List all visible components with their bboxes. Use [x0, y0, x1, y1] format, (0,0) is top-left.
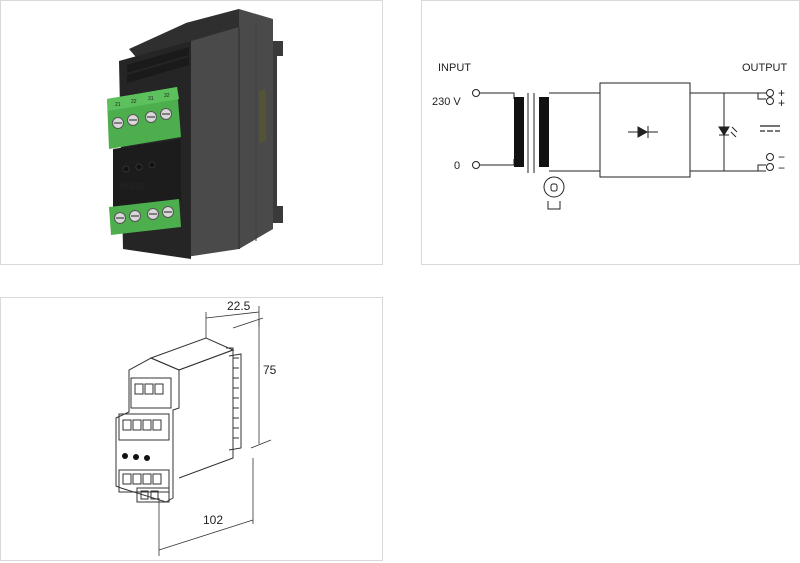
output-terminal-minus-2 [766, 163, 774, 171]
led-indicators [122, 453, 150, 461]
plus-sign-1: + [778, 86, 785, 100]
svg-text:ELEKTRONIK: ELEKTRONIK [120, 192, 146, 197]
output-terminal-minus-1 [766, 153, 774, 161]
thermal-fuse-symbol [543, 176, 565, 198]
circuit-diagram-panel: INPUT OUTPUT 230 V 0 + + − − [421, 0, 800, 265]
output-terminal-plus-1 [766, 89, 774, 97]
dimension-depth: 102 [203, 513, 223, 527]
svg-text:21: 21 [115, 102, 121, 108]
minus-sign-2: − [778, 161, 785, 175]
input-terminal-0 [472, 161, 480, 169]
product-photo: 21 22 31 32 MURR ELEKTRONIK [107, 9, 283, 259]
dimension-height: 75 [263, 363, 277, 377]
dimension-drawing: 22.5 75 102 [115, 299, 277, 556]
transformer-primary [514, 97, 524, 167]
zero-label: 0 [454, 160, 460, 172]
regulator-box [599, 82, 691, 178]
plus-sign-2: + [778, 96, 785, 110]
input-terminal-230v [472, 89, 480, 97]
dc-symbol-icon [760, 125, 780, 132]
input-label: INPUT [438, 62, 471, 74]
minus-sign-1: − [778, 150, 785, 164]
led-icon [718, 126, 738, 138]
output-terminal-plus-2 [766, 97, 774, 105]
circuit-diagram: INPUT OUTPUT 230 V 0 + + − − [432, 62, 788, 210]
diode-icon [628, 126, 658, 138]
output-label: OUTPUT [742, 62, 788, 74]
svg-text:32: 32 [164, 93, 170, 99]
voltage-label: 230 V [432, 96, 461, 108]
svg-text:22: 22 [131, 99, 137, 105]
brand-logo: MURR [120, 182, 144, 191]
product-photo-panel: 21 22 31 32 MURR ELEKTRONIK [0, 0, 383, 265]
transformer-secondary [539, 97, 549, 167]
dimension-width: 22.5 [227, 299, 251, 313]
dimension-drawing-panel: 22.5 75 102 [0, 297, 383, 561]
svg-text:31: 31 [148, 96, 154, 102]
